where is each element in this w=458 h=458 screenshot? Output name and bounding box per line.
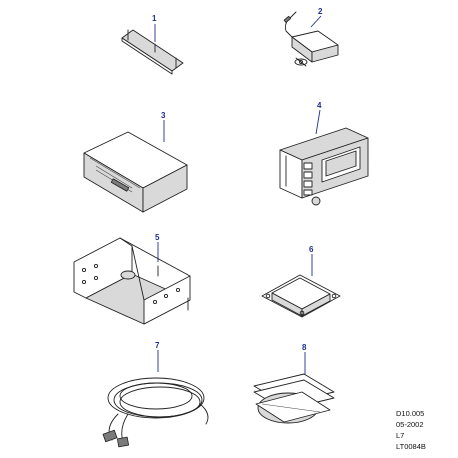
ref-model: L7 (396, 431, 405, 440)
ref-diagram-number: D10.005 (396, 409, 425, 418)
callout-7: 7 (155, 341, 160, 350)
reference-code: D10.005 05-2002 L7 LT0084B (396, 408, 426, 452)
part-1-bracket: 1 (121, 14, 184, 75)
part-8-disc: 8 (253, 343, 335, 424)
part-5-mounting-bracket: 5 (73, 233, 191, 325)
callout-8: 8 (302, 343, 307, 352)
callout-6: 6 (309, 245, 314, 254)
ref-date: 05-2002 (396, 420, 424, 429)
ref-illustration-id: LT0084B (396, 442, 426, 451)
part-7-cable-harness: 7 (102, 341, 209, 448)
callout-3: 3 (161, 111, 166, 120)
part-2-antenna: 2 (283, 7, 339, 67)
part-3-drive-unit: 3 (83, 111, 188, 213)
callout-2: 2 (318, 7, 323, 16)
part-4-display-unit: 4 (279, 101, 369, 206)
callout-4: 4 (317, 101, 322, 110)
part-6-module: 6 (261, 245, 341, 318)
callout-1: 1 (152, 14, 157, 23)
callout-5: 5 (155, 233, 160, 242)
